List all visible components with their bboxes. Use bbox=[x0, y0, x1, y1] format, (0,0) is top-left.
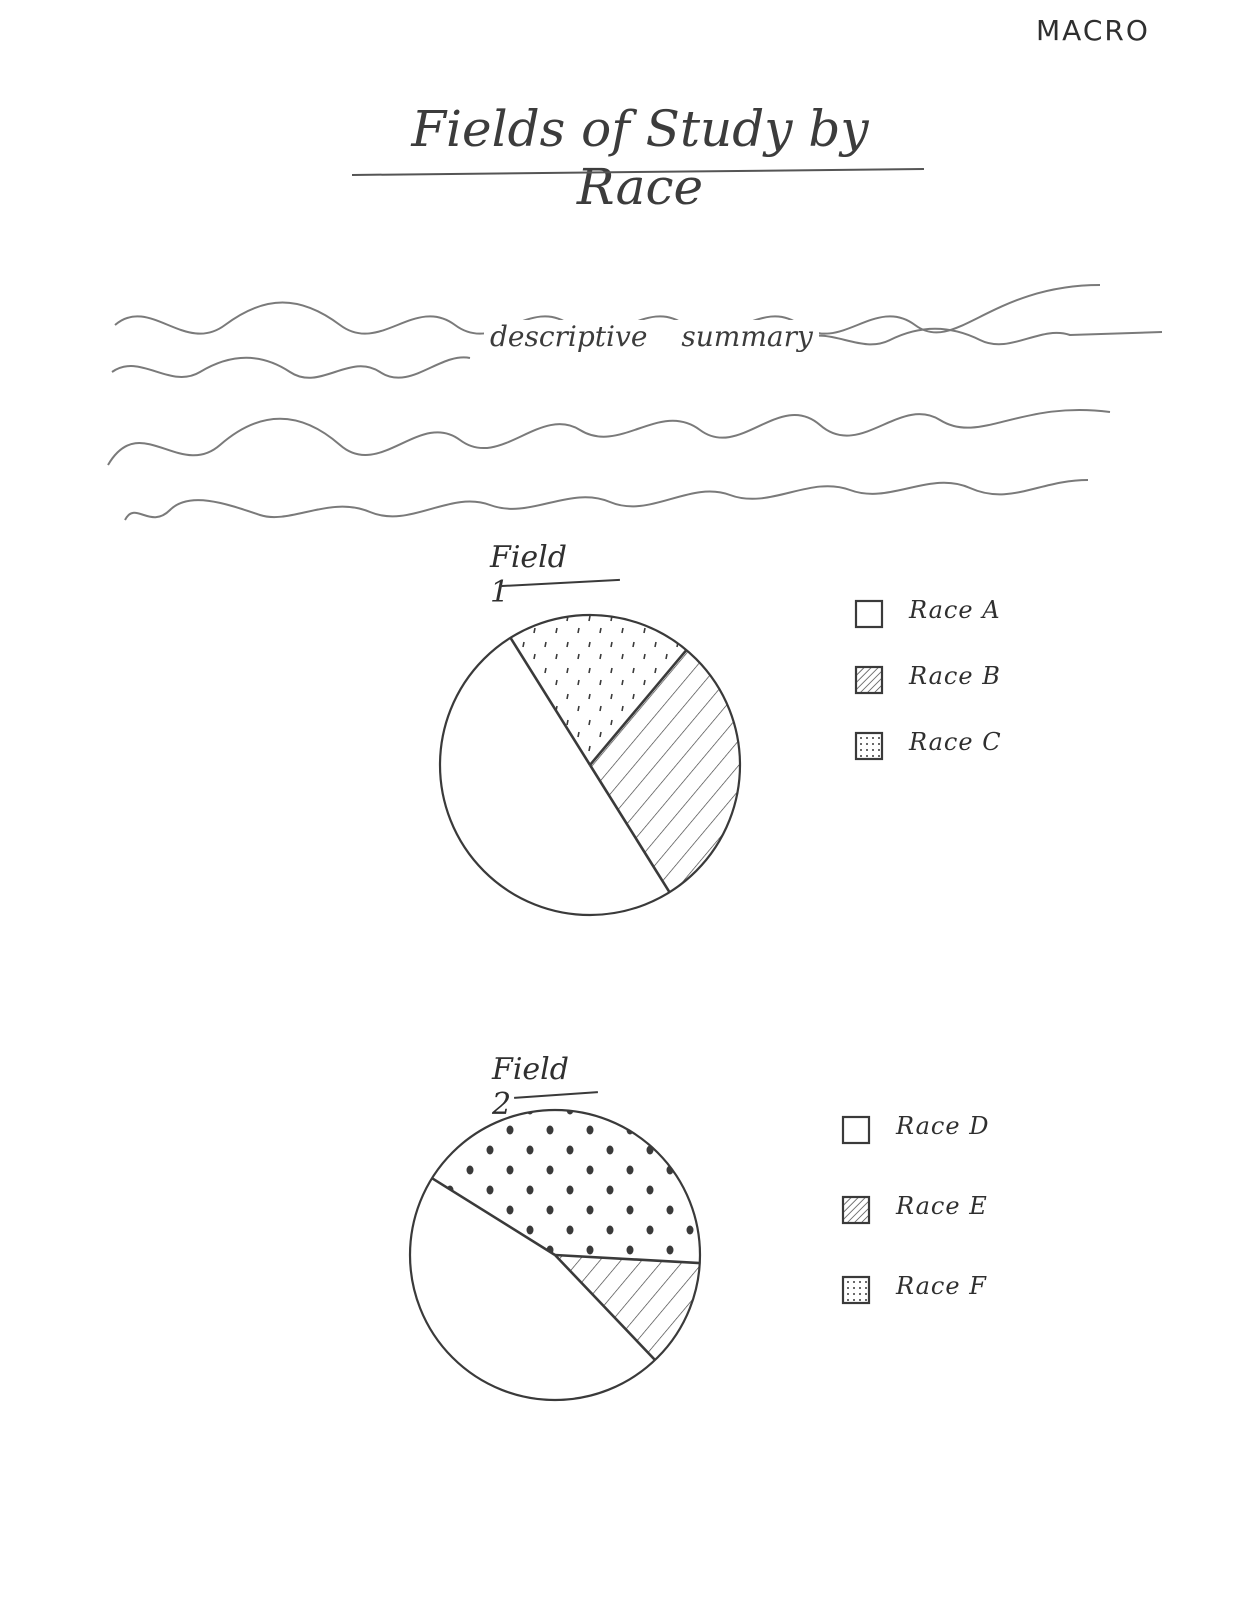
squiggle-line-2 bbox=[111, 327, 1163, 379]
pie-divider bbox=[509, 637, 592, 766]
pie-slice-race-a bbox=[439, 637, 670, 916]
chart-2-title: Field 2 bbox=[492, 1052, 569, 1122]
legend-label: Race E bbox=[896, 1192, 988, 1220]
chart-1-legend: Race A Race B Race C bbox=[853, 596, 1113, 776]
legend-label: Race B bbox=[909, 662, 1001, 690]
legend-swatch bbox=[841, 1275, 871, 1305]
pie-slice-race-c bbox=[510, 615, 687, 765]
summary-label: descriptive summary bbox=[484, 320, 819, 353]
pie-divider bbox=[589, 649, 688, 766]
legend-swatch bbox=[854, 665, 884, 695]
pie-chart-1 bbox=[438, 613, 742, 917]
pie-divider bbox=[554, 1254, 656, 1361]
page-title: Fields of Study by Race bbox=[411, 100, 869, 216]
pie-slice-race-e bbox=[555, 1255, 700, 1360]
pie-outline bbox=[438, 613, 742, 917]
squiggle-line-3 bbox=[107, 408, 1111, 466]
corner-label: MACRO bbox=[1036, 14, 1150, 47]
chart-2-legend: Race D Race E Race F bbox=[840, 1112, 1100, 1312]
legend-swatch bbox=[854, 731, 884, 761]
summary-placeholder-lines bbox=[107, 284, 1163, 521]
legend-swatch bbox=[841, 1195, 871, 1225]
legend-swatch bbox=[841, 1115, 871, 1145]
legend-label: Race D bbox=[896, 1112, 990, 1140]
summary-word-summary: summary bbox=[681, 320, 813, 353]
squiggle-line-4 bbox=[124, 479, 1089, 521]
legend-swatch bbox=[854, 599, 884, 629]
pie-divider bbox=[588, 764, 671, 893]
summary-word-descriptive: descriptive bbox=[490, 320, 648, 353]
legend-label: Race C bbox=[909, 728, 1002, 756]
pie-divider bbox=[554, 1253, 700, 1265]
pie-outline bbox=[408, 1108, 702, 1402]
pie-slice-race-d bbox=[409, 1178, 655, 1401]
pie-chart-2 bbox=[408, 1108, 702, 1402]
legend-label: Race F bbox=[896, 1272, 987, 1300]
legend-label: Race A bbox=[909, 596, 1001, 624]
chart-1-title: Field 1 bbox=[490, 540, 567, 610]
pie-slice-race-b bbox=[590, 650, 740, 893]
pie-divider bbox=[431, 1177, 556, 1257]
pie-slice-race-f bbox=[432, 1109, 701, 1264]
